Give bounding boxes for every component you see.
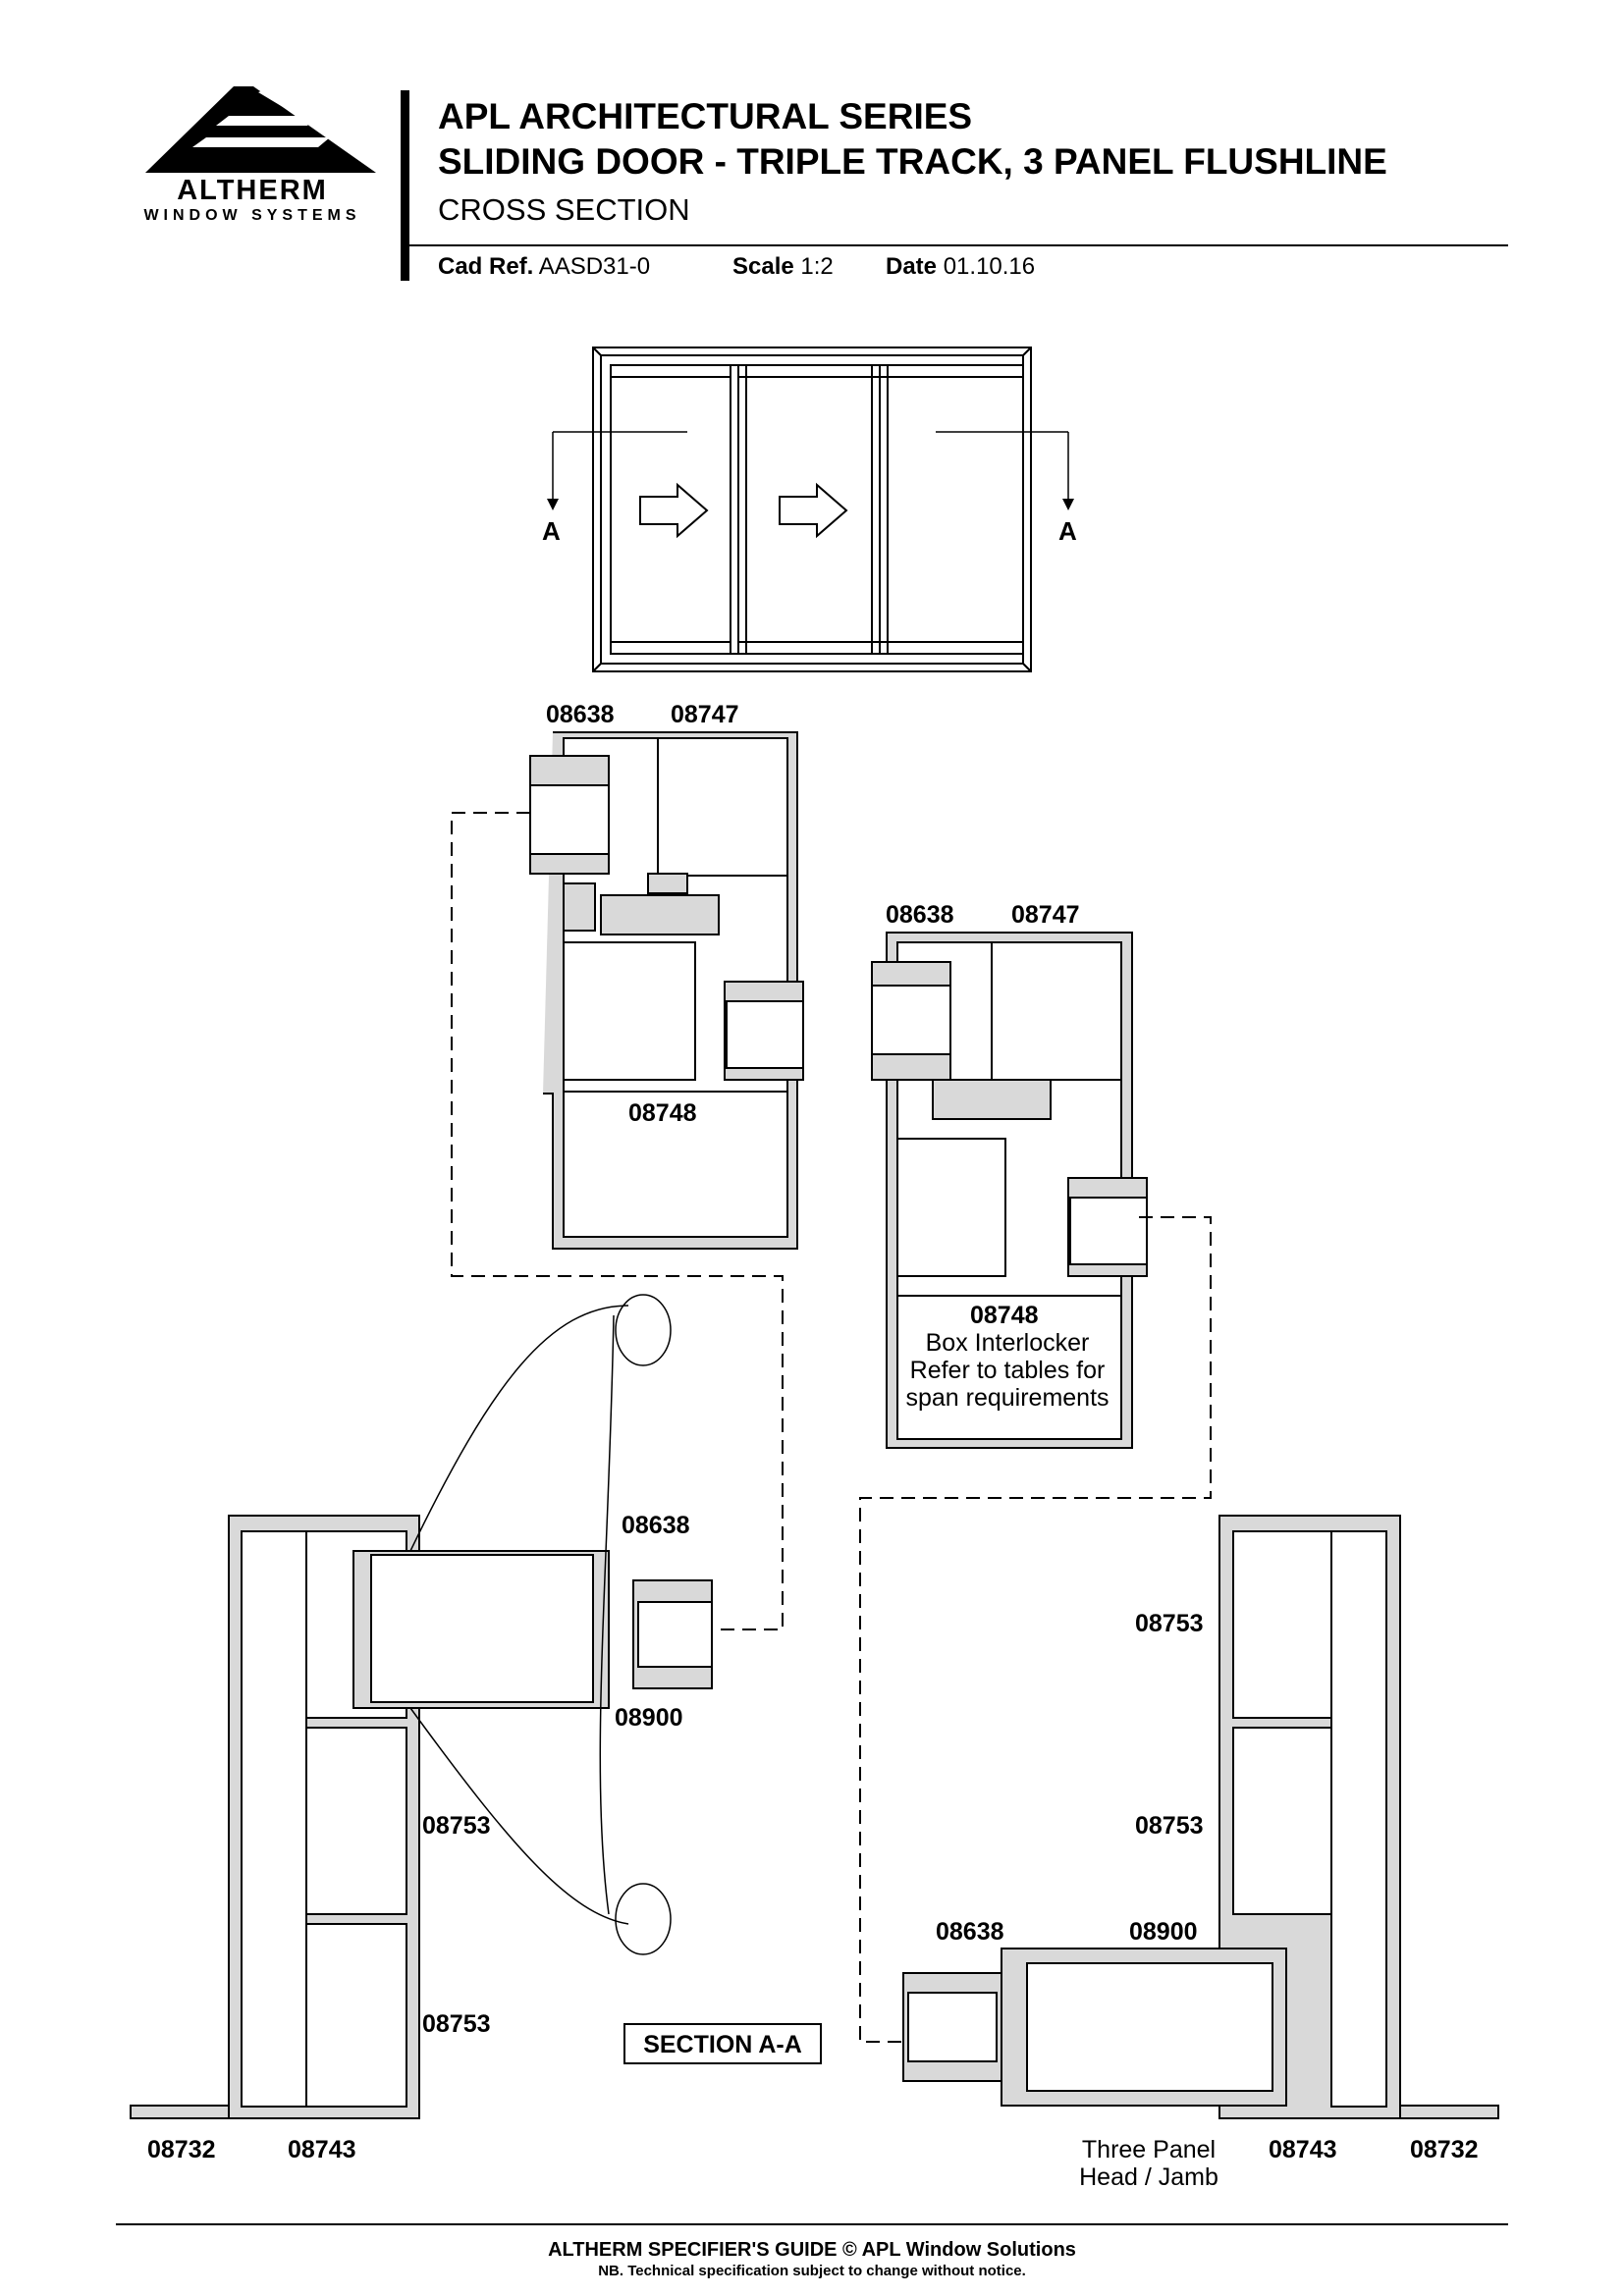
part-label: 08748	[970, 1302, 1039, 1329]
title-series: APL ARCHITECTURAL SERIES	[438, 96, 973, 136]
part-label: 08753	[422, 2010, 491, 2038]
title-view: CROSS SECTION	[438, 192, 690, 227]
part-label: 08900	[615, 1704, 683, 1732]
box-note: span requirements	[905, 1384, 1109, 1412]
part-label: 08732	[147, 2136, 216, 2163]
part-label: 08743	[1269, 2136, 1337, 2163]
part-label: 08638	[886, 901, 954, 929]
interlock-detail-left	[529, 731, 804, 1250]
footer-line-1: ALTHERM SPECIFIER'S GUIDE © APL Window S…	[548, 2239, 1076, 2261]
jamb-detail-left	[130, 1515, 713, 2119]
date-value: 01.10.16	[943, 253, 1036, 280]
section-arrow-right	[1062, 499, 1074, 510]
opening-arc	[409, 1294, 672, 1955]
part-label: 08900	[1129, 1918, 1198, 1946]
part-label: 08753	[422, 1812, 491, 1840]
part-label: 08748	[628, 1099, 697, 1127]
cad-ref-label: Cad Ref.	[438, 253, 534, 280]
section-title-box	[623, 2023, 822, 2064]
box-note: Box Interlocker	[926, 1329, 1090, 1357]
title-product: SLIDING DOOR - TRIPLE TRACK, 3 PANEL FLU…	[438, 141, 1387, 182]
part-label: 08638	[546, 701, 615, 728]
title-bar	[401, 90, 409, 281]
part-label: 08753	[1135, 1812, 1204, 1840]
dashed-connectors	[451, 812, 1212, 2043]
section-marker-right: A	[1058, 516, 1077, 546]
part-label: 08638	[936, 1918, 1004, 1946]
part-label: 08747	[1011, 901, 1080, 929]
date-label: Date	[886, 253, 938, 280]
part-label: 08638	[622, 1512, 690, 1539]
date: Date 01.10.16	[886, 255, 1035, 279]
part-label: 08732	[1410, 2136, 1479, 2163]
part-label: 08747	[671, 701, 739, 728]
slide-arrow-icon	[779, 482, 848, 539]
section-title: SECTION A-A	[643, 2031, 802, 2058]
cad-ref-value: AASD31-0	[538, 253, 651, 280]
interlock-detail-right	[871, 932, 1148, 1449]
part-label: 08743	[288, 2136, 356, 2163]
scale: Scale 1:2	[732, 255, 834, 279]
cad-ref: Cad Ref. AASD31-0	[438, 255, 650, 279]
header-divider	[401, 244, 1508, 246]
three-panel-note: Three Panel	[1082, 2136, 1216, 2163]
jamb-detail-right	[902, 1515, 1499, 2119]
brand-name: ALTHERM	[177, 175, 328, 206]
section-marker-left: A	[542, 516, 561, 546]
scale-label: Scale	[732, 253, 794, 280]
brand-tagline: WINDOW SYSTEMS	[143, 207, 361, 224]
box-note: Refer to tables for	[910, 1357, 1106, 1384]
altherm-logo-mark	[145, 86, 376, 173]
door-elevation	[552, 347, 1069, 672]
slide-arrow-icon	[639, 482, 709, 539]
part-label: 08753	[1135, 1610, 1204, 1637]
section-arrow-left	[547, 499, 559, 510]
three-panel-note: Head / Jamb	[1079, 2163, 1218, 2191]
footer-divider	[116, 2223, 1508, 2225]
scale-value: 1:2	[800, 253, 834, 280]
footer-line-2: NB. Technical specification subject to c…	[598, 2263, 1026, 2279]
